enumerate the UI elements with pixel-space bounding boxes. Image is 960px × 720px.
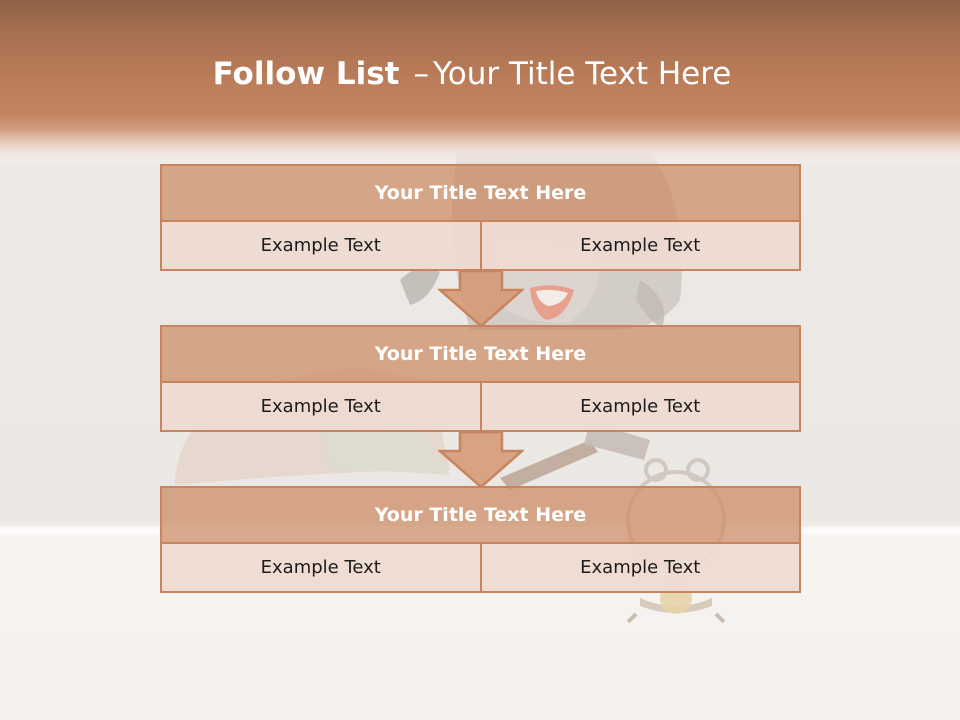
background-clock-bell: [686, 458, 710, 482]
flow-step-cell-left: Example Text: [162, 222, 480, 269]
flow-step-2: Your Title Text Here Example Text Exampl…: [160, 325, 801, 432]
flow-step-row: Example Text Example Text: [162, 544, 799, 591]
background-hair-strand: [400, 267, 440, 305]
background-hammer-handle: [500, 440, 598, 490]
background-dress-shape: [320, 425, 450, 475]
flow-step-cell-right: Example Text: [479, 544, 799, 591]
header-band: [0, 0, 960, 170]
flow-step-cell-left: Example Text: [162, 383, 480, 430]
flow-step-row: Example Text Example Text: [162, 383, 799, 430]
flow-step-title: Your Title Text Here: [162, 166, 799, 222]
page-title-dash: –: [413, 56, 429, 92]
page-title: Follow List–Your Title Text Here: [0, 52, 944, 96]
page-title-rest: Your Title Text Here: [432, 56, 732, 92]
down-arrow-icon: [438, 431, 524, 488]
flow-step-cell-right: Example Text: [479, 222, 799, 269]
flow-step-title: Your Title Text Here: [162, 327, 799, 383]
flow-step-title: Your Title Text Here: [162, 488, 799, 544]
background-clock-leg: [626, 612, 638, 624]
flow-step-cell-right: Example Text: [479, 383, 799, 430]
flow-step-cell-left: Example Text: [162, 544, 480, 591]
flow-step-row: Example Text Example Text: [162, 222, 799, 269]
page-title-bold: Follow List: [212, 56, 400, 92]
background-hair-strand: [636, 280, 665, 328]
flow-step-3: Your Title Text Here Example Text Exampl…: [160, 486, 801, 593]
down-arrow-icon: [438, 270, 524, 327]
background-clock-leg: [714, 612, 726, 624]
background-teeth-shape: [536, 289, 568, 306]
background-clock-bell: [644, 458, 668, 482]
flow-step-1: Your Title Text Here Example Text Exampl…: [160, 164, 801, 271]
background-clock-base: [640, 598, 712, 613]
